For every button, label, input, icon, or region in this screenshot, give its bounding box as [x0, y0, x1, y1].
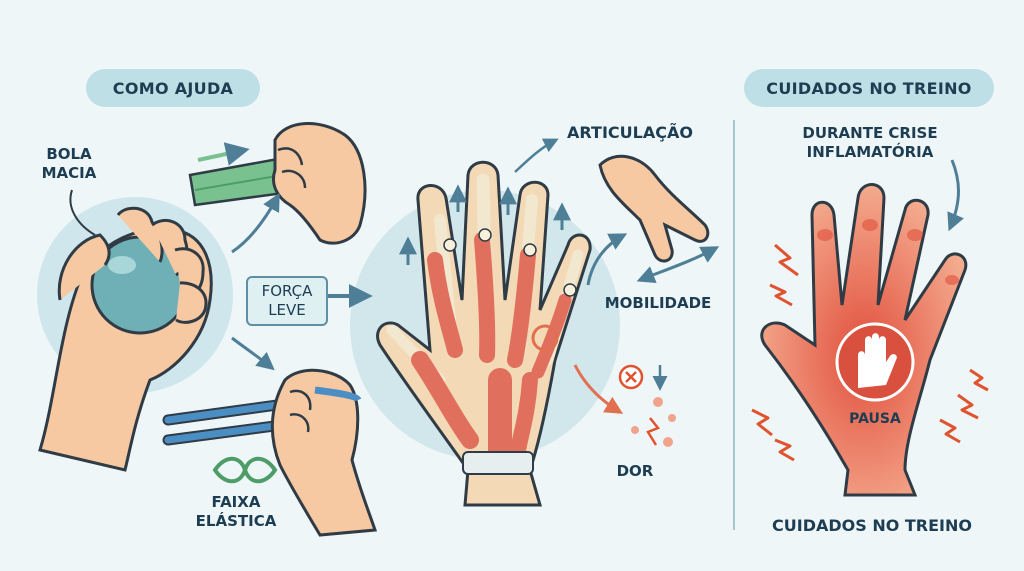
mobility-arrow-up — [586, 233, 628, 286]
inflammatory-crisis-label: DURANTE CRISE INFLAMATÓRIA — [784, 124, 956, 162]
inflammatory-crisis-label-line2: INFLAMATÓRIA — [806, 143, 934, 161]
soft-ball-label-line2: MACIA — [41, 164, 97, 182]
stop-hand-icon — [835, 322, 915, 402]
elastic-band-label-line1: FAIXA — [211, 493, 261, 511]
section-divider — [733, 120, 735, 530]
hand-stretching-blue-band-illustration — [162, 368, 378, 537]
training-care-footer: CUIDADOS NO TREINO — [772, 516, 972, 535]
light-force-label-line1: FORÇA — [261, 282, 313, 300]
light-force-label-line2: LEVE — [268, 301, 306, 319]
hand-anatomy-illustration — [376, 160, 592, 507]
pain-arrow — [573, 364, 624, 414]
ball-pointer-line — [69, 189, 96, 236]
joint-label: ARTICULAÇÃO — [567, 123, 693, 142]
arrow-to-green-band — [231, 192, 280, 254]
hand-squeezing-ball-illustration — [38, 206, 213, 472]
pain-lightning-icon — [751, 243, 989, 462]
pain-spark-icon — [631, 397, 676, 447]
light-force-label: FORÇA LEVE — [246, 276, 328, 326]
training-care-header: CUIDADOS NO TREINO — [744, 69, 994, 107]
hand-stretching-green-band-illustration — [188, 122, 367, 245]
soft-ball-label-line1: BOLA — [46, 145, 92, 163]
pain-cross-icon — [618, 364, 644, 390]
green-band-motion-arrow — [197, 142, 250, 166]
joint-pointer-arrow — [514, 138, 559, 173]
infinity-band-icon — [212, 456, 278, 484]
soft-ball-label: BOLA MACIA — [40, 145, 98, 183]
mobility-hand-illustration — [598, 154, 710, 263]
crisis-pointer-arrow — [947, 159, 964, 232]
arrow-to-blue-band — [231, 336, 275, 371]
elastic-band-label-line2: ELÁSTICA — [195, 512, 277, 530]
how-it-helps-header: COMO AJUDA — [86, 69, 260, 107]
mobility-label: MOBILIDADE — [604, 294, 712, 312]
highlighted-joint — [531, 324, 559, 352]
pause-label: PAUSA — [849, 411, 901, 427]
pain-label: DOR — [616, 462, 654, 480]
mobility-arrow-bidirectional — [636, 246, 720, 284]
elastic-band-label: FAIXA ELÁSTICA — [188, 493, 284, 531]
inflammatory-crisis-label-line1: DURANTE CRISE — [802, 124, 938, 142]
